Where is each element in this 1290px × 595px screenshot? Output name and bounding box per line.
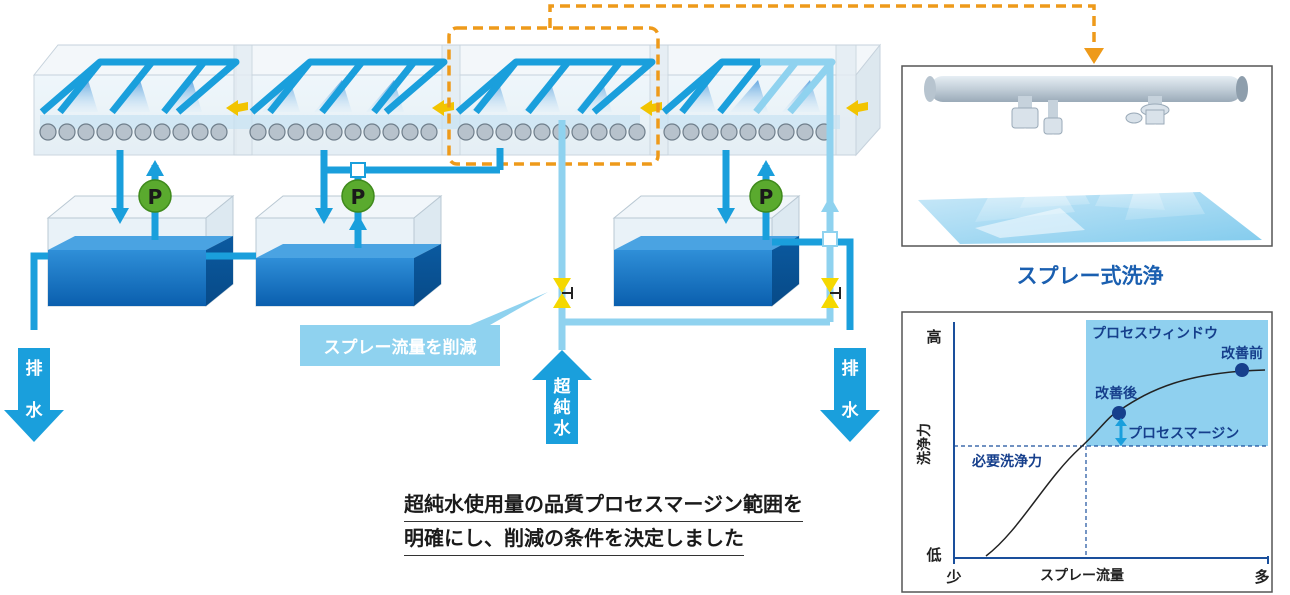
graph-panel [901,311,1273,593]
tank-2 [254,194,443,308]
roller [758,123,776,141]
graph-y-low: 低 [925,546,941,564]
pump-1: P [138,179,172,213]
roller [590,123,608,141]
pump-label: P [351,185,366,209]
roller [58,123,76,141]
graph-y-label: 洗浄力 [916,423,933,465]
roller [96,123,114,141]
roller [382,123,400,141]
point-before-label: 改善前 [1221,345,1263,362]
roller [628,123,646,141]
roller [268,123,286,141]
spray-panel-title: スプレー式洗浄 [1017,264,1164,288]
graph-x-label: スプレー流量 [1040,567,1124,584]
process-window-label: プロセスウィンドウ [1092,326,1218,342]
roller [344,123,362,141]
pump-3: P [749,179,783,213]
roller [476,123,494,141]
roller [134,123,152,141]
spray-panel [901,65,1273,247]
highlight-arrowhead [1084,48,1104,64]
roller [249,123,267,141]
pump-2: P [341,179,375,213]
roller [682,123,700,141]
roller [533,123,551,141]
roller [457,123,475,141]
pump-label: P [148,185,163,209]
roller [739,123,757,141]
point-after-label: 改善後 [1095,385,1138,402]
caption-line-1: 超純水使用量の品質プロセスマージン範囲を [404,488,803,522]
roller [287,123,305,141]
roller [191,123,209,141]
summary-caption: 超純水使用量の品質プロセスマージン範囲を 明確にし、削減の条件を決定しました [404,488,884,556]
point-before [1235,363,1249,377]
highlight-connector [548,4,1096,52]
drain-label-char2: 水 [26,400,44,421]
graph-y-high: 高 [926,328,941,346]
graph-x-high: 多 [1254,568,1269,586]
caption-line-2: 明確にし、削減の条件を決定しました [404,522,744,556]
drain-arrow-left: 排 水 [4,348,64,442]
roller [663,123,681,141]
roller [172,123,190,141]
roller [571,123,589,141]
roller [153,123,171,141]
roller [777,123,795,141]
upw-char1: 超 [554,376,572,397]
pump-label: P [759,185,774,209]
drain-label-char2: 水 [842,400,860,421]
required-cleaning-label: 必要洗浄力 [971,453,1042,470]
pipe-junction [350,162,366,178]
roller [39,123,57,141]
roller [701,123,719,141]
drain-arrow-right: 排 水 [820,348,880,442]
cleaning-curve [985,369,1266,557]
roller [210,123,228,141]
spray-headers [39,58,763,115]
process-margin-label: プロセスマージン [1128,426,1239,442]
roller [115,123,133,141]
tank-1 [46,194,235,308]
roller [363,123,381,141]
roller [796,123,814,141]
roller [401,123,419,141]
drain-label-char1: 排 [26,358,43,379]
roller [720,123,738,141]
upw-char2: 純 [554,397,571,418]
roller [420,123,438,141]
roller [514,123,532,141]
valve-2 [821,278,841,308]
roller [609,123,627,141]
reduce-callout: スプレー流量を削減 [300,292,548,366]
pipe-junction [822,231,838,247]
tank-3 [612,194,801,308]
roller [495,123,513,141]
roller [77,123,95,141]
highlighted-chamber-frame [447,26,660,166]
roller [325,123,343,141]
roller [306,123,324,141]
point-after [1112,406,1126,420]
ultrapure-water-arrow: 超 純 水 [532,350,592,444]
valve-1 [553,278,573,308]
reduce-callout-text: スプレー流量を削減 [324,337,477,358]
upw-char3: 水 [554,418,572,439]
flow-arrows [111,160,839,230]
graph-x-low: 少 [945,568,961,586]
drain-label-char1: 排 [842,358,859,379]
